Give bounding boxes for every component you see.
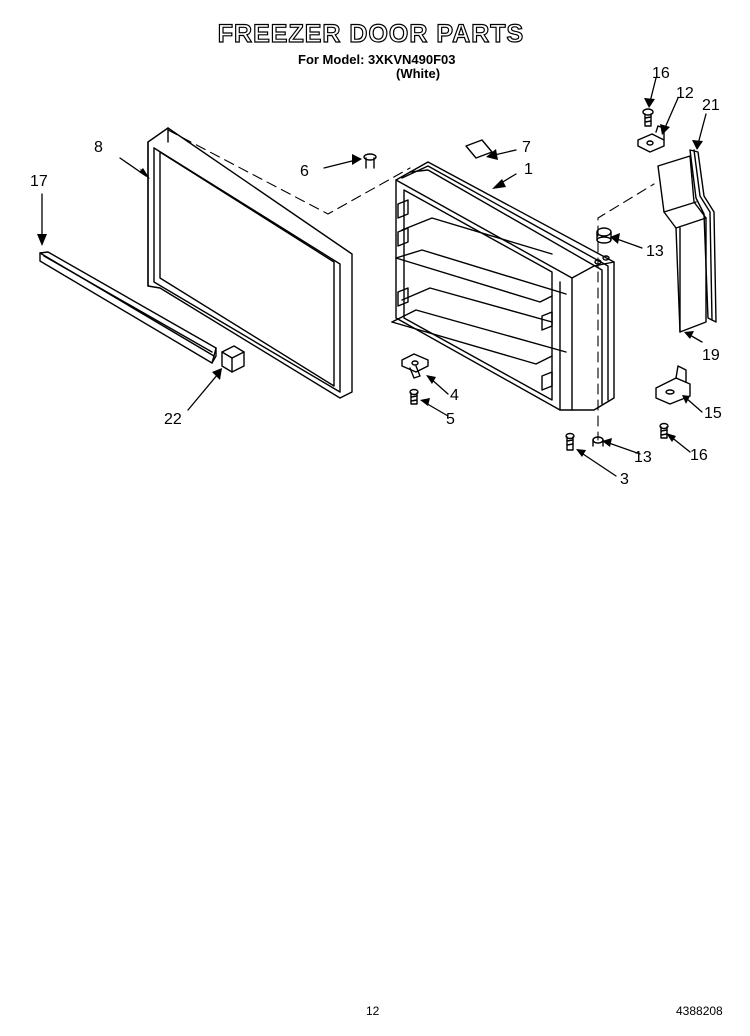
assembly-guide-lines: [167, 129, 655, 441]
leader-arrowheads: [37, 98, 703, 457]
callout-16-lower: 16: [690, 447, 708, 464]
callout-22: 22: [164, 411, 182, 428]
callout-15: 15: [704, 405, 722, 422]
callout-labels: 17 8 6 7 1 16 12 21 13 19 15 16 13 3 4 5…: [30, 65, 722, 488]
callout-5: 5: [446, 411, 455, 428]
callout-13-upper: 13: [646, 243, 664, 260]
part-19-handle-trim: [657, 155, 707, 333]
part-1-door-assembly: [391, 161, 615, 411]
part-5-screw: [409, 388, 419, 405]
model-number: For Model: 3XKVN490F03: [298, 52, 456, 67]
part-12-upper-hinge: [637, 125, 665, 153]
document-number: 4388208: [676, 1004, 723, 1018]
callout-4: 4: [450, 387, 459, 404]
model-color: (White): [396, 66, 441, 81]
part-7-label: [465, 139, 493, 159]
page-title: FREEZER DOOR PARTS: [217, 19, 525, 48]
part-4-hinge-pin: [401, 353, 429, 379]
part-13-plug-upper: [596, 227, 612, 244]
callout-3: 3: [620, 471, 629, 488]
callout-12: 12: [676, 85, 694, 102]
callout-8: 8: [94, 139, 103, 156]
part-3-screw: [565, 432, 575, 451]
callout-21: 21: [702, 97, 720, 114]
callout-13-lower: 13: [634, 449, 652, 466]
callout-7: 7: [522, 139, 531, 156]
callout-16-upper: 16: [652, 65, 670, 82]
callout-6: 6: [300, 163, 309, 180]
callout-17: 17: [30, 173, 48, 190]
part-8-door-gasket: [147, 127, 353, 399]
part-16-screw-lower: [659, 422, 669, 439]
part-17-trim-strip: [39, 251, 217, 364]
callout-1: 1: [524, 161, 533, 178]
part-21-handle: [689, 149, 717, 323]
leader-lines: [41, 77, 707, 477]
part-22-clip: [221, 345, 245, 373]
part-6-screw: [363, 153, 377, 169]
part-16-screw-upper: [642, 108, 654, 127]
callout-19: 19: [702, 347, 720, 364]
page-number: 12: [366, 1004, 380, 1018]
